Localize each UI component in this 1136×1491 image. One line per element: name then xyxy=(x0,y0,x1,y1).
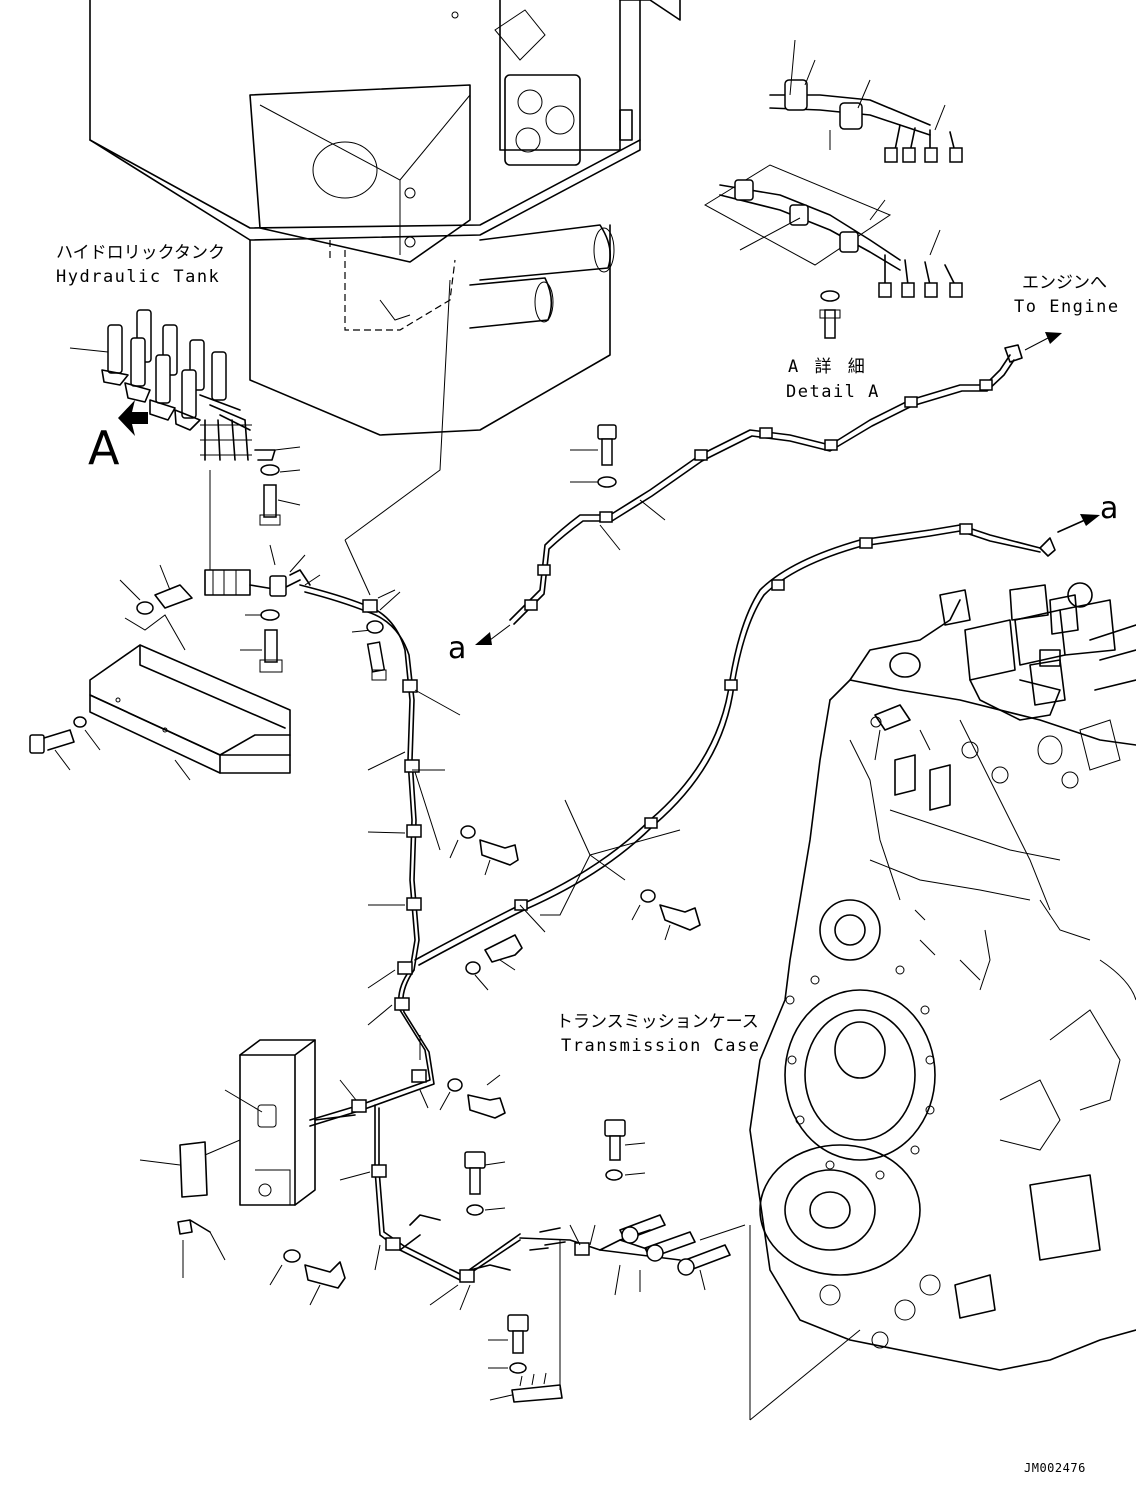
transmission-case-label-jp: トランスミッションケース xyxy=(556,1012,759,1032)
view-marker-a: A xyxy=(88,421,120,475)
connection-marker-a-left: a xyxy=(448,631,467,666)
bolts-bottom xyxy=(464,1119,861,1421)
engine-top xyxy=(849,582,1136,991)
to-engine-label-en: To Engine xyxy=(1014,297,1120,317)
engine-harness xyxy=(475,332,1062,645)
hydraulic-tank-label-en: Hydraulic Tank xyxy=(56,267,221,287)
bolts-right-of-harness xyxy=(366,620,701,1119)
controller-box xyxy=(139,1039,356,1306)
hydraulic-tank xyxy=(89,0,681,436)
main-harness xyxy=(299,279,1100,1311)
detail-a-label-en: Detail A xyxy=(786,382,880,402)
connector-block xyxy=(119,470,321,673)
transmission-case-label-en: Transmission Case xyxy=(561,1036,761,1056)
transmission-case xyxy=(749,679,1136,1371)
detail-a-label-jp: A 詳 細 xyxy=(788,357,868,377)
hydraulic-tank-label-jp: ハイドロリックタンク xyxy=(56,243,225,263)
cover-bracket xyxy=(29,644,291,781)
detail-a-harness xyxy=(704,39,963,339)
pressure-sensors xyxy=(69,309,301,526)
drawing-number: JM002476 xyxy=(1024,1461,1086,1475)
connection-marker-a-right: a xyxy=(1100,491,1119,526)
to-engine-label-jp: エンジンへ xyxy=(1022,273,1107,293)
view-arrow-a xyxy=(118,400,148,436)
